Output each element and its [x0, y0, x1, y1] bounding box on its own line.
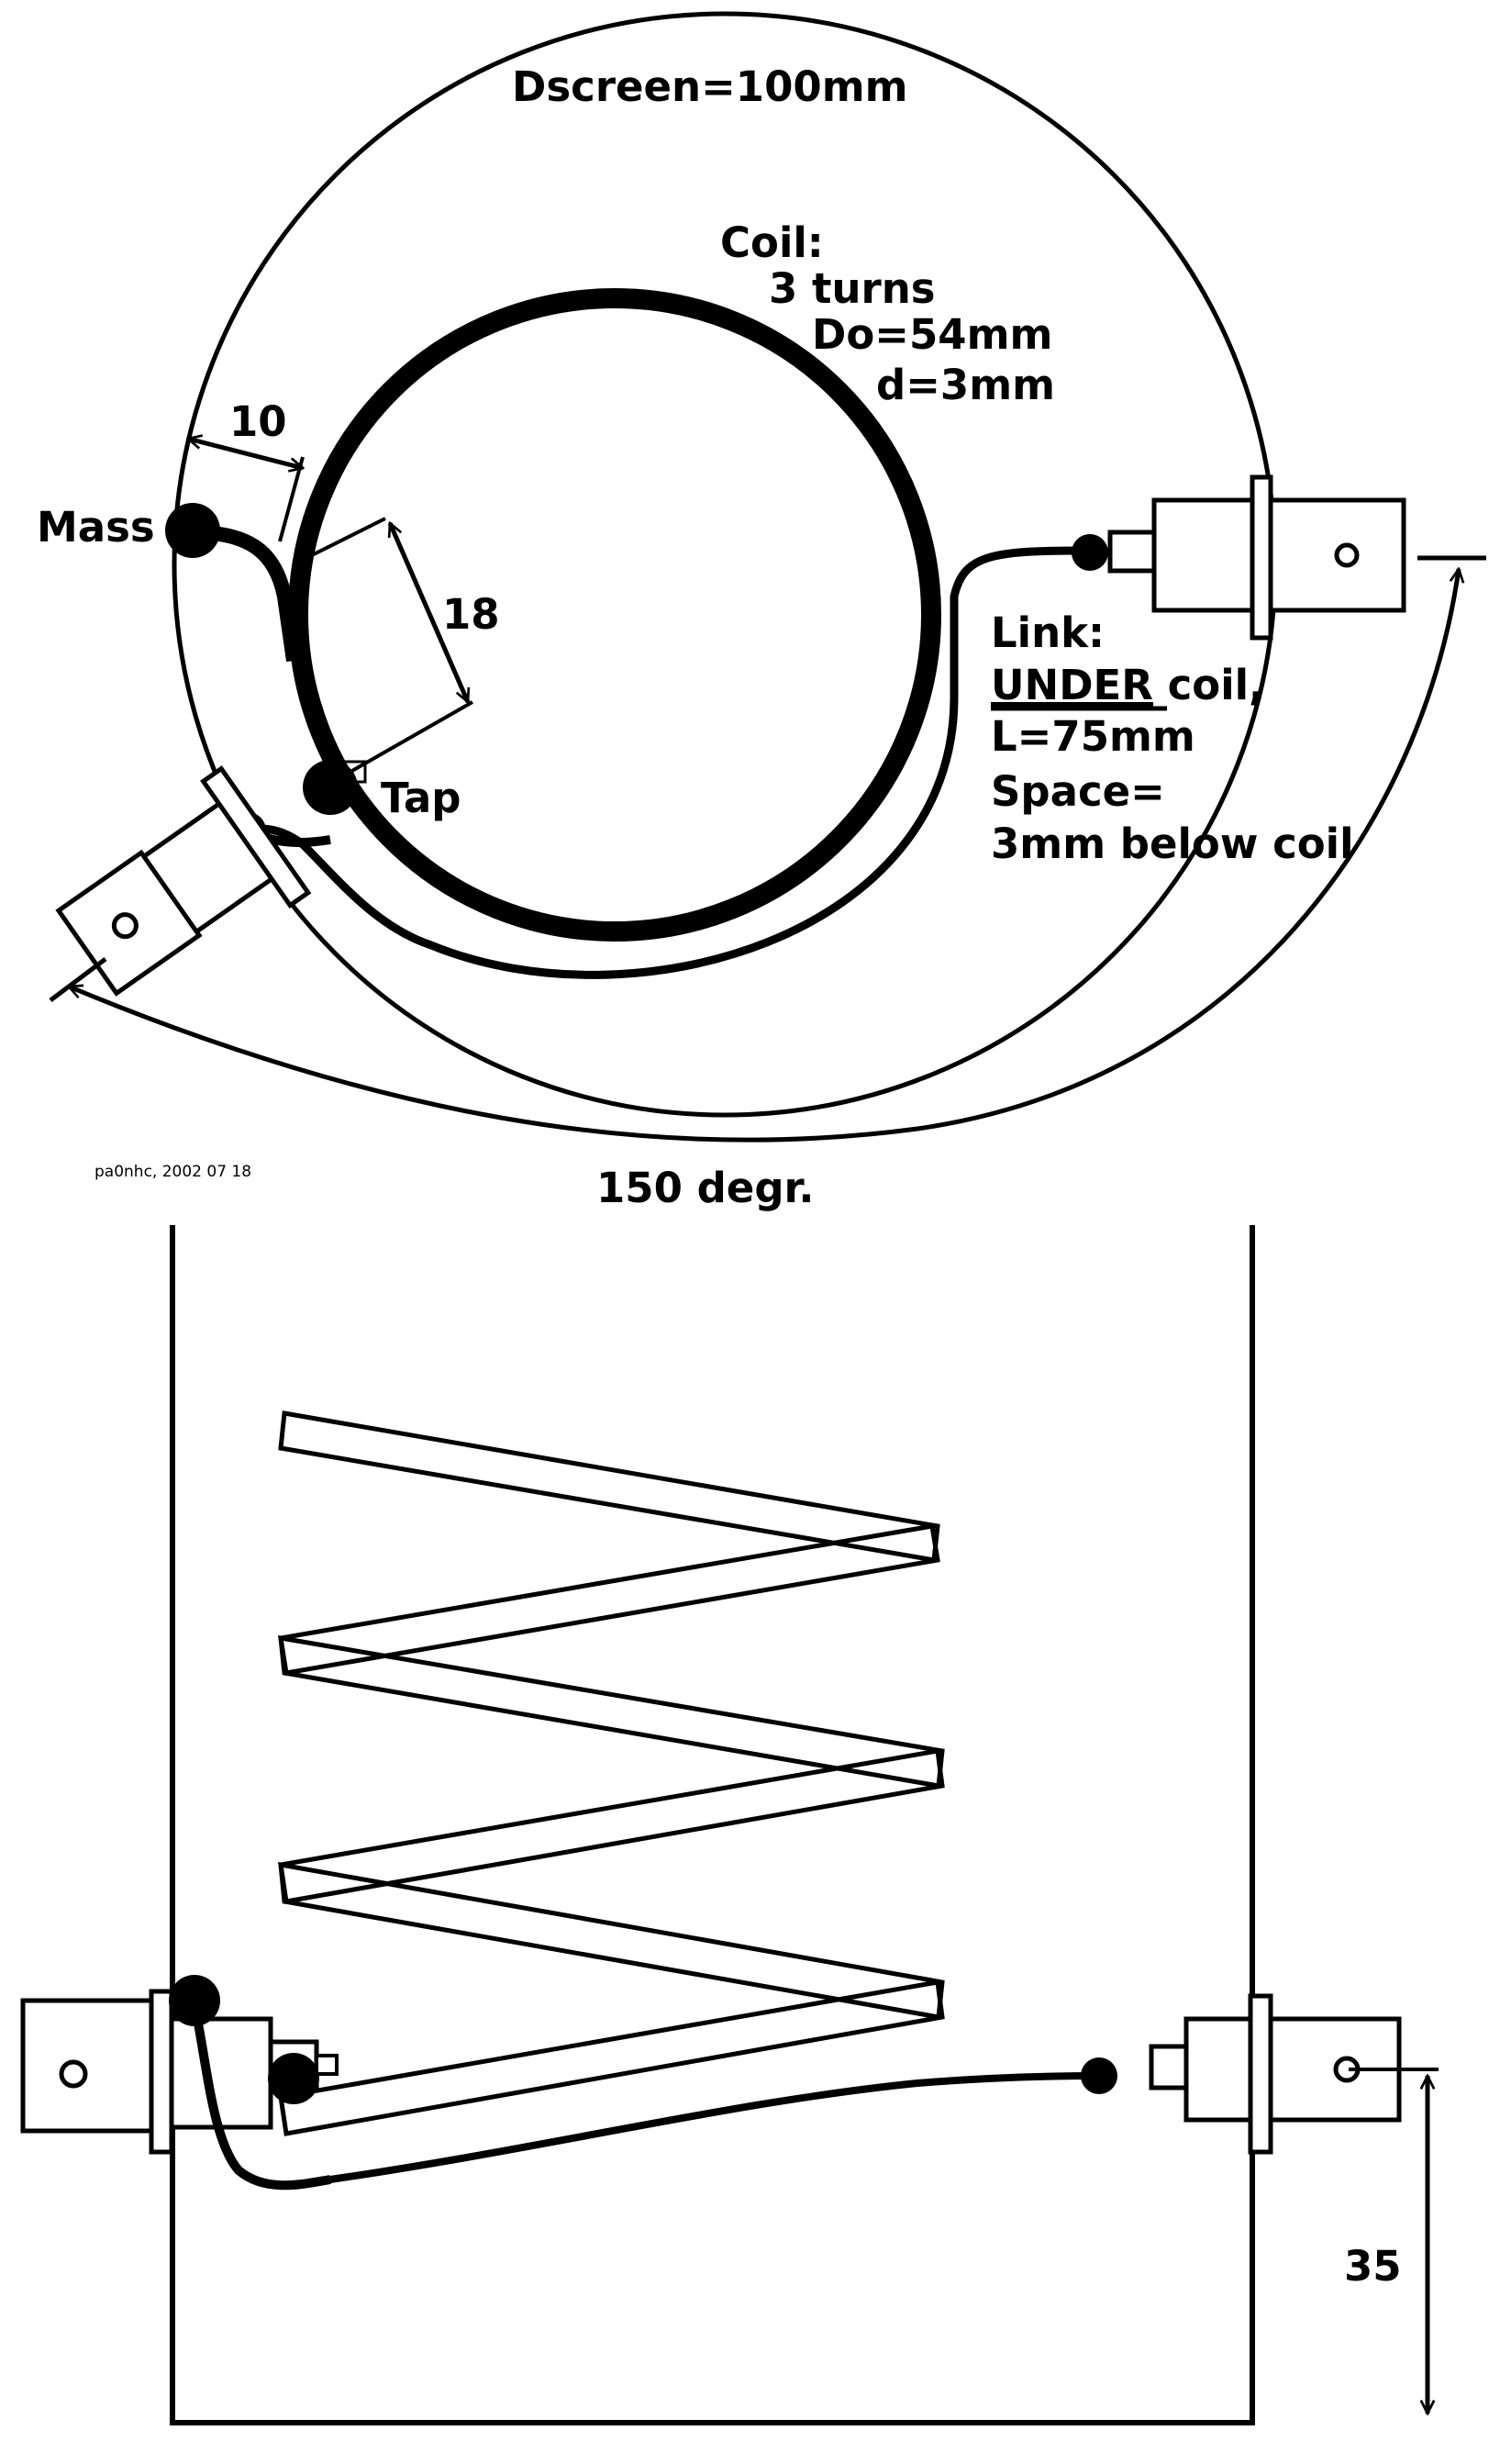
- dim-18-ext-top: [311, 517, 386, 557]
- dim-35-label: 35: [1344, 2242, 1402, 2291]
- angle-tick-left: [49, 957, 107, 1002]
- tap-label: Tap: [381, 774, 461, 822]
- link-label-3: L=75mm: [991, 712, 1195, 761]
- dim-10-arrow: [188, 439, 303, 468]
- left-connector-top: [55, 765, 312, 997]
- mass-wire-side: [188, 1994, 331, 2191]
- link-right-dot-side: [1081, 2057, 1117, 2094]
- coil-label-2: 3 turns: [769, 264, 936, 313]
- link-label-1: Link:: [991, 608, 1105, 657]
- angle-arc: [69, 569, 1459, 1143]
- dim-18-label: 18: [442, 590, 500, 639]
- screen-label: Dscreen=100mm: [512, 62, 908, 111]
- side-view: 35: [20, 1225, 1439, 2425]
- coil-label-4: d=3mm: [876, 361, 1055, 409]
- right-connector-top: [1107, 474, 1406, 641]
- signature: pa0nhc, 2002 07 18: [94, 1163, 251, 1181]
- link-label-under: UNDER: [991, 661, 1153, 709]
- angle-label: 150 degr.: [596, 1164, 814, 1212]
- screen-walls: [170, 1225, 1255, 2425]
- dim-10-label: 10: [229, 397, 287, 446]
- right-connector-side: [1149, 1993, 1402, 2155]
- link-label-coil: coil,: [1153, 661, 1264, 709]
- mass-dot: [165, 503, 220, 558]
- top-view: Dscreen=100mm Coil: 3 turns Do=54mm d=3m…: [37, 11, 1486, 1212]
- dim-18-ext-bottom: [343, 700, 473, 777]
- coil-side: [278, 1410, 945, 2136]
- link-wire: [246, 546, 1083, 979]
- link-label-5: 3mm below coil: [991, 819, 1354, 868]
- link-label-4: Space=: [991, 767, 1165, 816]
- coil-label-3: Do=54mm: [812, 310, 1052, 359]
- mass-label: Mass: [37, 503, 155, 552]
- tap-dot-side: [268, 2053, 319, 2104]
- coil-ring: [288, 288, 941, 942]
- coil-label-1: Coil:: [720, 218, 824, 267]
- mass-dot-side: [169, 1975, 220, 2026]
- link-label-2: UNDER coil,: [991, 661, 1264, 709]
- link-right-dot: [1072, 534, 1108, 571]
- tap-dot: [303, 760, 358, 815]
- dim-10-ext: [278, 456, 305, 542]
- link-wire-side: [329, 2072, 1102, 2183]
